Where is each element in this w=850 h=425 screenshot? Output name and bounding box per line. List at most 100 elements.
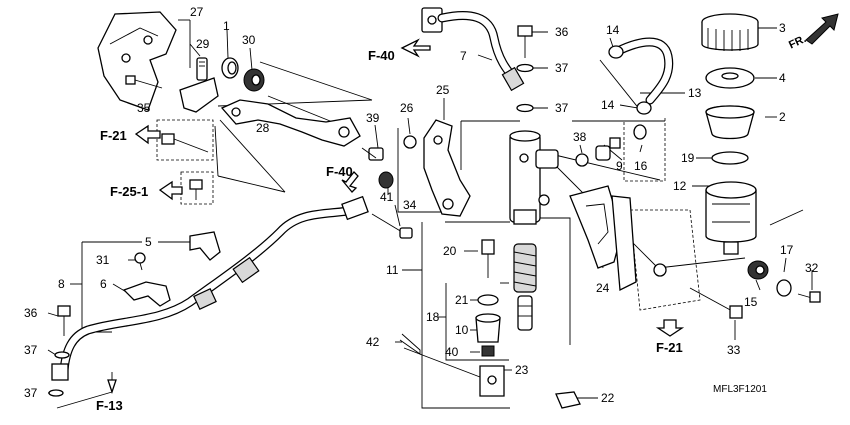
part-label-28: 28 [256, 121, 270, 135]
washer-37-d [516, 103, 534, 113]
diaphragm-2 [705, 105, 755, 140]
part-label-10: 10 [455, 323, 469, 337]
brake-hose-8 [51, 195, 369, 381]
ref-f40-top: F-40 [368, 48, 395, 63]
clip-14-top [608, 45, 624, 59]
arrow-f40-top [400, 38, 431, 58]
arrow-f21-bottom [655, 319, 685, 337]
part-label-4: 4 [779, 71, 786, 85]
part-label-42: 42 [366, 335, 380, 349]
part-label-23: 23 [515, 363, 529, 377]
part-label-12: 12 [673, 179, 687, 193]
part-label-22: 22 [601, 391, 615, 405]
bolt-35 [125, 75, 163, 89]
ref-f25-1: F-25-1 [110, 184, 148, 199]
part-label-41: 41 [380, 190, 394, 204]
washer-37-c [516, 63, 534, 73]
grommet-15 [747, 260, 769, 280]
bracket-25 [423, 119, 471, 217]
part-label-30: 30 [242, 33, 256, 47]
part-label-17: 17 [780, 243, 794, 257]
part-label-27: 27 [190, 5, 204, 19]
part-label-7: 7 [460, 49, 467, 63]
pushrod-20 [481, 239, 495, 278]
circlip-21 [477, 294, 499, 306]
part-label-3: 3 [779, 21, 786, 35]
part-label-35: 35 [137, 101, 151, 115]
clip-14-bottom [636, 101, 652, 115]
part-label-37a: 37 [555, 61, 569, 75]
ref-f21-bottom: F-21 [656, 340, 683, 355]
arrow-f21-left [134, 124, 161, 145]
part-label-6: 6 [100, 277, 107, 291]
bracket-plate [611, 195, 667, 292]
reference-arrows [107, 13, 839, 395]
part-label-1: 1 [223, 19, 230, 33]
bolt-39 [361, 147, 384, 161]
front-arrow [805, 13, 839, 45]
part-label-18: 18 [426, 310, 440, 324]
part-label-33: 33 [727, 343, 741, 357]
collar-29 [196, 57, 208, 81]
bolt-36-top [517, 25, 533, 58]
part-label-38: 38 [573, 130, 587, 144]
clamp-6 [122, 281, 171, 307]
boot-10 [475, 313, 501, 343]
clip-16 [633, 124, 647, 140]
master-cylinder [509, 130, 559, 225]
seal-19 [711, 151, 749, 165]
part-label-37d: 37 [24, 386, 38, 400]
ref-f13: F-13 [96, 398, 123, 413]
front-label: FR. [787, 33, 808, 51]
part-label-8: 8 [58, 277, 65, 291]
bolt-32 [797, 291, 821, 303]
part-label-15: 15 [744, 295, 758, 309]
part-label-11: 11 [386, 263, 399, 277]
bolt-f21 [161, 133, 209, 153]
part-label-37c: 37 [24, 343, 38, 357]
washer-37-b [48, 389, 64, 397]
washer-38 [575, 153, 589, 167]
arrow-f25-left [158, 180, 183, 201]
joint-23 [479, 365, 505, 397]
reservoir-12 [705, 181, 757, 255]
part-label-40: 40 [445, 345, 459, 359]
collar-1 [221, 57, 239, 79]
part-label-39: 39 [366, 111, 380, 125]
collar-17 [776, 279, 792, 297]
plate-28 [220, 99, 361, 147]
part-label-20: 20 [443, 244, 457, 258]
part-label-24: 24 [596, 281, 610, 295]
plate-4 [705, 67, 755, 89]
spring [513, 243, 537, 331]
bolt-36-left [57, 305, 71, 336]
part-label-14b: 14 [601, 98, 615, 112]
bracket-24 [569, 185, 623, 269]
part-label-21: 21 [455, 293, 469, 307]
brake-hose-7 [421, 7, 525, 92]
part-label-29: 29 [196, 37, 210, 51]
nut-40 [481, 345, 495, 357]
clamp-5 [189, 231, 221, 261]
bolt-34 [371, 213, 413, 239]
screw-f25 [189, 179, 203, 200]
ref-f40-mid: F-40 [326, 164, 353, 179]
joint-9 [595, 137, 621, 161]
part-label-32: 32 [805, 261, 819, 275]
part-label-36b: 36 [24, 306, 38, 320]
washer-37-a [54, 351, 70, 359]
bracket-27 [97, 11, 219, 113]
part-label-16: 16 [634, 159, 648, 173]
pin-22 [555, 391, 581, 409]
part-label-9: 9 [616, 159, 623, 173]
part-label-34: 34 [403, 198, 417, 212]
part-label-19: 19 [681, 151, 695, 165]
screw-31 [134, 252, 146, 271]
part-number-labels: 1 2 3 4 5 6 7 8 9 10 11 12 13 14 14 15 1… [24, 5, 819, 405]
reservoir-cap-3 [701, 13, 759, 51]
grommet-30 [243, 68, 265, 92]
part-label-2: 2 [779, 110, 786, 124]
leader-lines [47, 19, 813, 409]
part-label-31: 31 [96, 253, 110, 267]
